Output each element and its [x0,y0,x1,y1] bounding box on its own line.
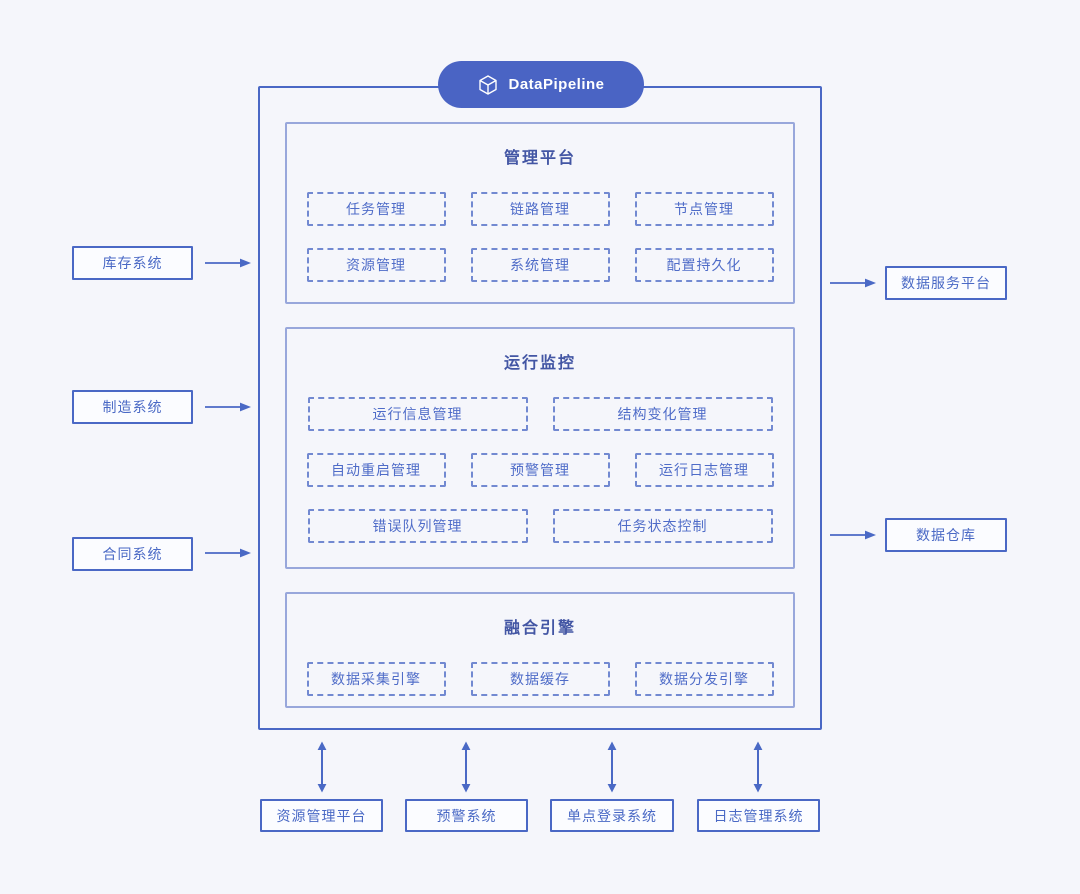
module-structure-change-management: 结构变化管理 [552,397,773,431]
section-title: 管理平台 [503,150,576,167]
module-auto-restart-management: 自动重启管理 [306,453,446,487]
arrow-platform-alert-system [461,741,471,793]
arrow-inventory-to-platform [205,258,251,268]
arrow-manufacturing-to-platform [205,402,251,412]
arrow-platform-log-system [753,741,763,793]
external-system-manufacturing: 制造系统 [72,390,193,424]
module-row: 数据采集引擎 数据缓存 数据分发引擎 [287,662,793,696]
section-runtime-monitoring: 运行监控 运行信息管理 结构变化管理 自动重启管理 预警管理 运行日志管理 错误… [285,327,795,569]
section-title: 运行监控 [503,355,576,372]
module-config-persistence: 配置持久化 [634,248,774,282]
module-error-queue-management: 错误队列管理 [307,509,528,543]
arrow-platform-to-data-warehouse [830,530,876,540]
target-data-service-platform: 数据服务平台 [885,266,1007,300]
module-resource-management: 资源管理 [306,248,446,282]
module-row: 资源管理 系统管理 配置持久化 [287,248,793,282]
module-row: 任务管理 链路管理 节点管理 [287,192,793,226]
brand-badge: DataPipeline [438,61,644,108]
module-data-cache: 数据缓存 [470,662,610,696]
module-task-status-control: 任务状态控制 [552,509,773,543]
module-node-management: 节点管理 [634,192,774,226]
arrow-platform-to-data-service [830,278,876,288]
support-log-management-system: 日志管理系统 [697,799,820,832]
section-fusion-engine: 融合引擎 数据采集引擎 数据缓存 数据分发引擎 [285,592,795,708]
external-system-inventory: 库存系统 [72,246,193,280]
external-system-contract: 合同系统 [72,537,193,571]
support-resource-management-platform: 资源管理平台 [260,799,383,832]
arrow-platform-sso-system [607,741,617,793]
section-management-platform: 管理平台 任务管理 链路管理 节点管理 资源管理 系统管理 配置持久化 [285,122,795,304]
support-alert-system: 预警系统 [405,799,528,832]
support-sso-system: 单点登录系统 [550,799,674,832]
module-row: 错误队列管理 任务状态控制 [287,509,793,543]
datapipeline-cube-icon [477,74,499,96]
module-row: 运行信息管理 结构变化管理 [287,397,793,431]
module-runtime-info-management: 运行信息管理 [307,397,528,431]
section-title: 融合引擎 [503,620,576,637]
module-alert-management: 预警管理 [470,453,610,487]
module-link-management: 链路管理 [470,192,610,226]
module-runtime-log-management: 运行日志管理 [634,453,774,487]
module-system-management: 系统管理 [470,248,610,282]
module-data-collection-engine: 数据采集引擎 [306,662,446,696]
module-data-distribution-engine: 数据分发引擎 [634,662,774,696]
module-task-management: 任务管理 [306,192,446,226]
arrow-contract-to-platform [205,548,251,558]
brand-name: DataPipeline [508,76,605,93]
module-row: 自动重启管理 预警管理 运行日志管理 [287,453,793,487]
target-data-warehouse: 数据仓库 [885,518,1007,552]
arrow-platform-resource-management [317,741,327,793]
